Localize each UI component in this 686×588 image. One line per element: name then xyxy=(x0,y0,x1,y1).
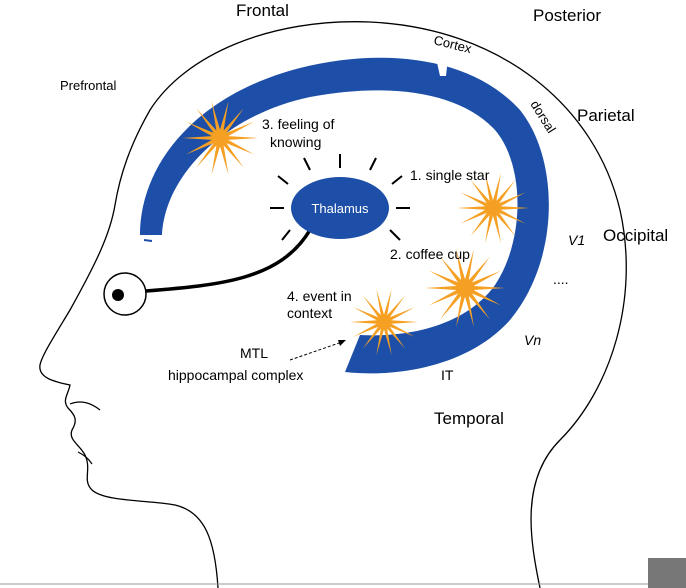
event-stars xyxy=(182,101,529,356)
eye-brow-line xyxy=(69,401,101,411)
thalamus xyxy=(291,177,389,239)
label-mtl-line2: hippocampal complex xyxy=(168,367,303,383)
star-single-star xyxy=(457,172,529,244)
thalamus-label: Thalamus xyxy=(311,201,369,216)
label-event-2: 2. coffee cup xyxy=(390,246,470,262)
label-event-4-line2: context xyxy=(287,305,332,321)
label-parietal: Parietal xyxy=(577,106,635,125)
label-vn: Vn xyxy=(524,332,541,348)
label-it: IT xyxy=(441,367,454,383)
label-posterior: Posterior xyxy=(533,6,601,25)
label-dots: .... xyxy=(553,271,569,287)
cortex-tick xyxy=(143,239,153,242)
head-outline xyxy=(39,21,627,588)
star-event-in-context xyxy=(350,288,418,356)
label-occipital: Occipital xyxy=(603,226,668,245)
pupil xyxy=(112,289,124,301)
label-cortex: Cortex xyxy=(432,32,473,56)
label-event-3-line1: 3. feeling of xyxy=(262,116,334,132)
cortex-notch xyxy=(436,58,448,76)
label-event-4-line1: 4. event in xyxy=(287,288,352,304)
label-mtl-line1: MTL xyxy=(240,345,268,361)
label-event-3-line2: knowing xyxy=(270,134,321,150)
eye xyxy=(103,272,147,316)
label-temporal: Temporal xyxy=(434,409,504,428)
label-event-1: 1. single star xyxy=(410,167,490,183)
optic-nerve xyxy=(145,229,312,293)
corner-box xyxy=(648,558,686,588)
star-feeling-of-knowing xyxy=(182,101,258,175)
mtl-arrow xyxy=(289,341,343,361)
mtl-arrowhead xyxy=(338,340,346,346)
label-prefrontal: Prefrontal xyxy=(60,78,116,93)
star-coffee-cup xyxy=(425,249,505,327)
label-frontal: Frontal xyxy=(236,1,289,20)
label-v1: V1 xyxy=(568,232,585,248)
mouth-line xyxy=(77,451,93,465)
thalamus-rays xyxy=(270,154,410,241)
